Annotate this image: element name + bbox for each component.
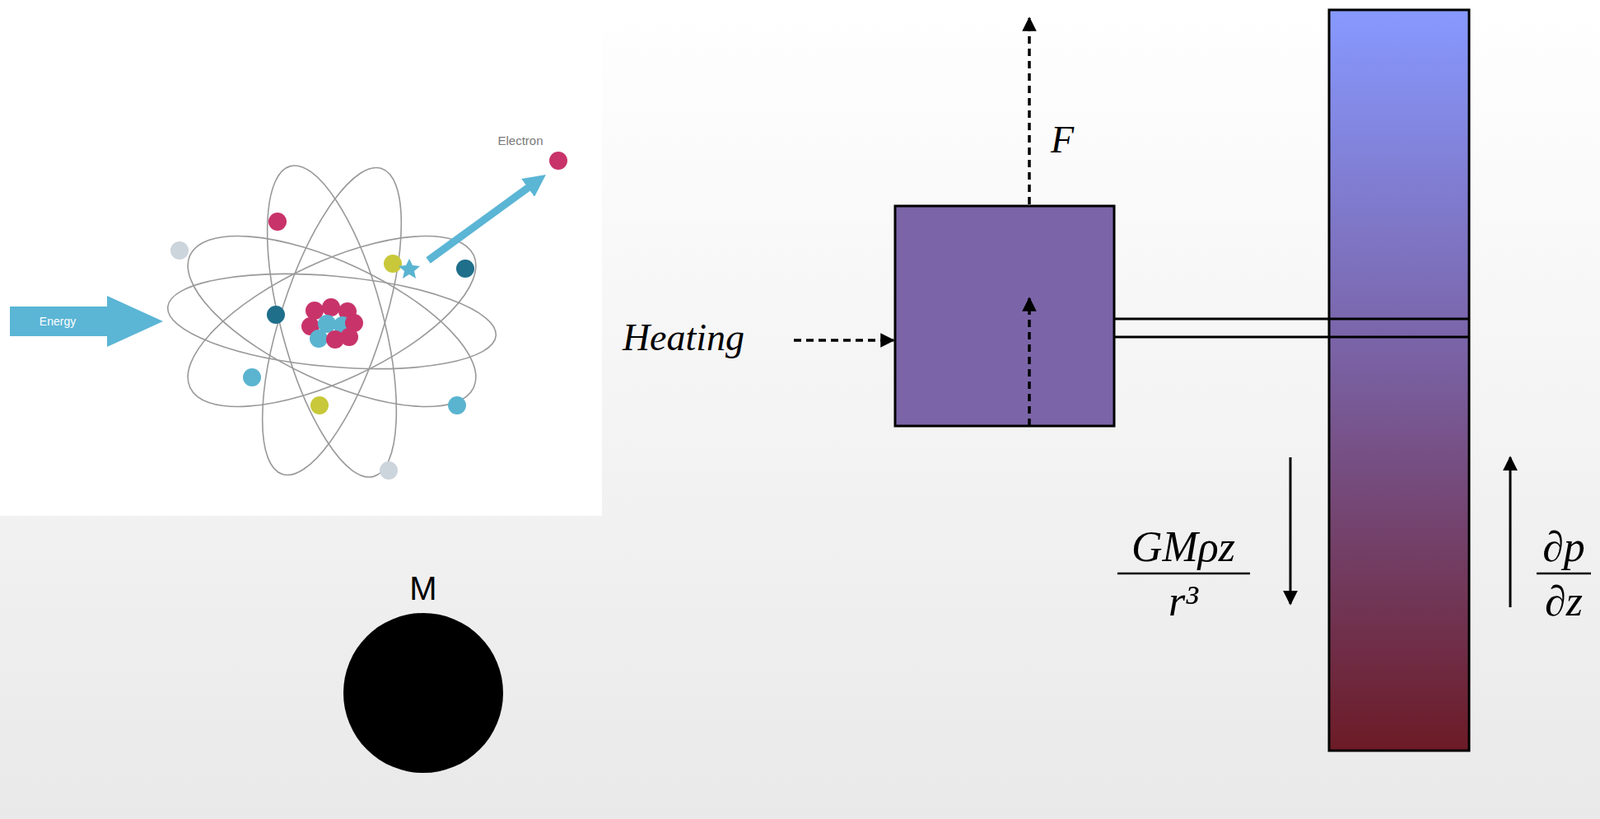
flux-arrow [1027,18,1031,205]
inner-arrow [1027,298,1031,426]
arrow-label: Energy [39,315,76,327]
fraction-numerator: GMρz [1131,525,1236,569]
flux-label: F [1050,121,1074,159]
mass-label: M [343,571,504,605]
parcel-box [895,205,1115,426]
heating-arrow [793,338,894,342]
particle-label: Electron [497,134,543,147]
atmosphere-column [1329,9,1470,751]
atom-panel [0,0,602,516]
nucleus [301,298,364,349]
connector-line [1114,317,1470,321]
mass-shape [343,612,504,773]
pressure-arrow [1509,457,1512,607]
fraction-bar [1117,572,1251,575]
fraction-numerator: ∂p [1542,525,1586,569]
mass-circle: M [343,571,504,773]
mass-circle-shape [343,612,504,773]
fraction-bar [1536,572,1591,575]
electrons [170,151,568,480]
emission-arrow [428,181,537,261]
fraction-denominator: ∂z [1544,579,1583,623]
heating-label: Heating [622,318,745,357]
connector-line [1114,335,1470,339]
orbits [163,152,500,490]
fraction-denominator: r³ [1168,579,1199,623]
gravity-arrow [1289,457,1293,604]
energy-arrow [9,295,164,347]
